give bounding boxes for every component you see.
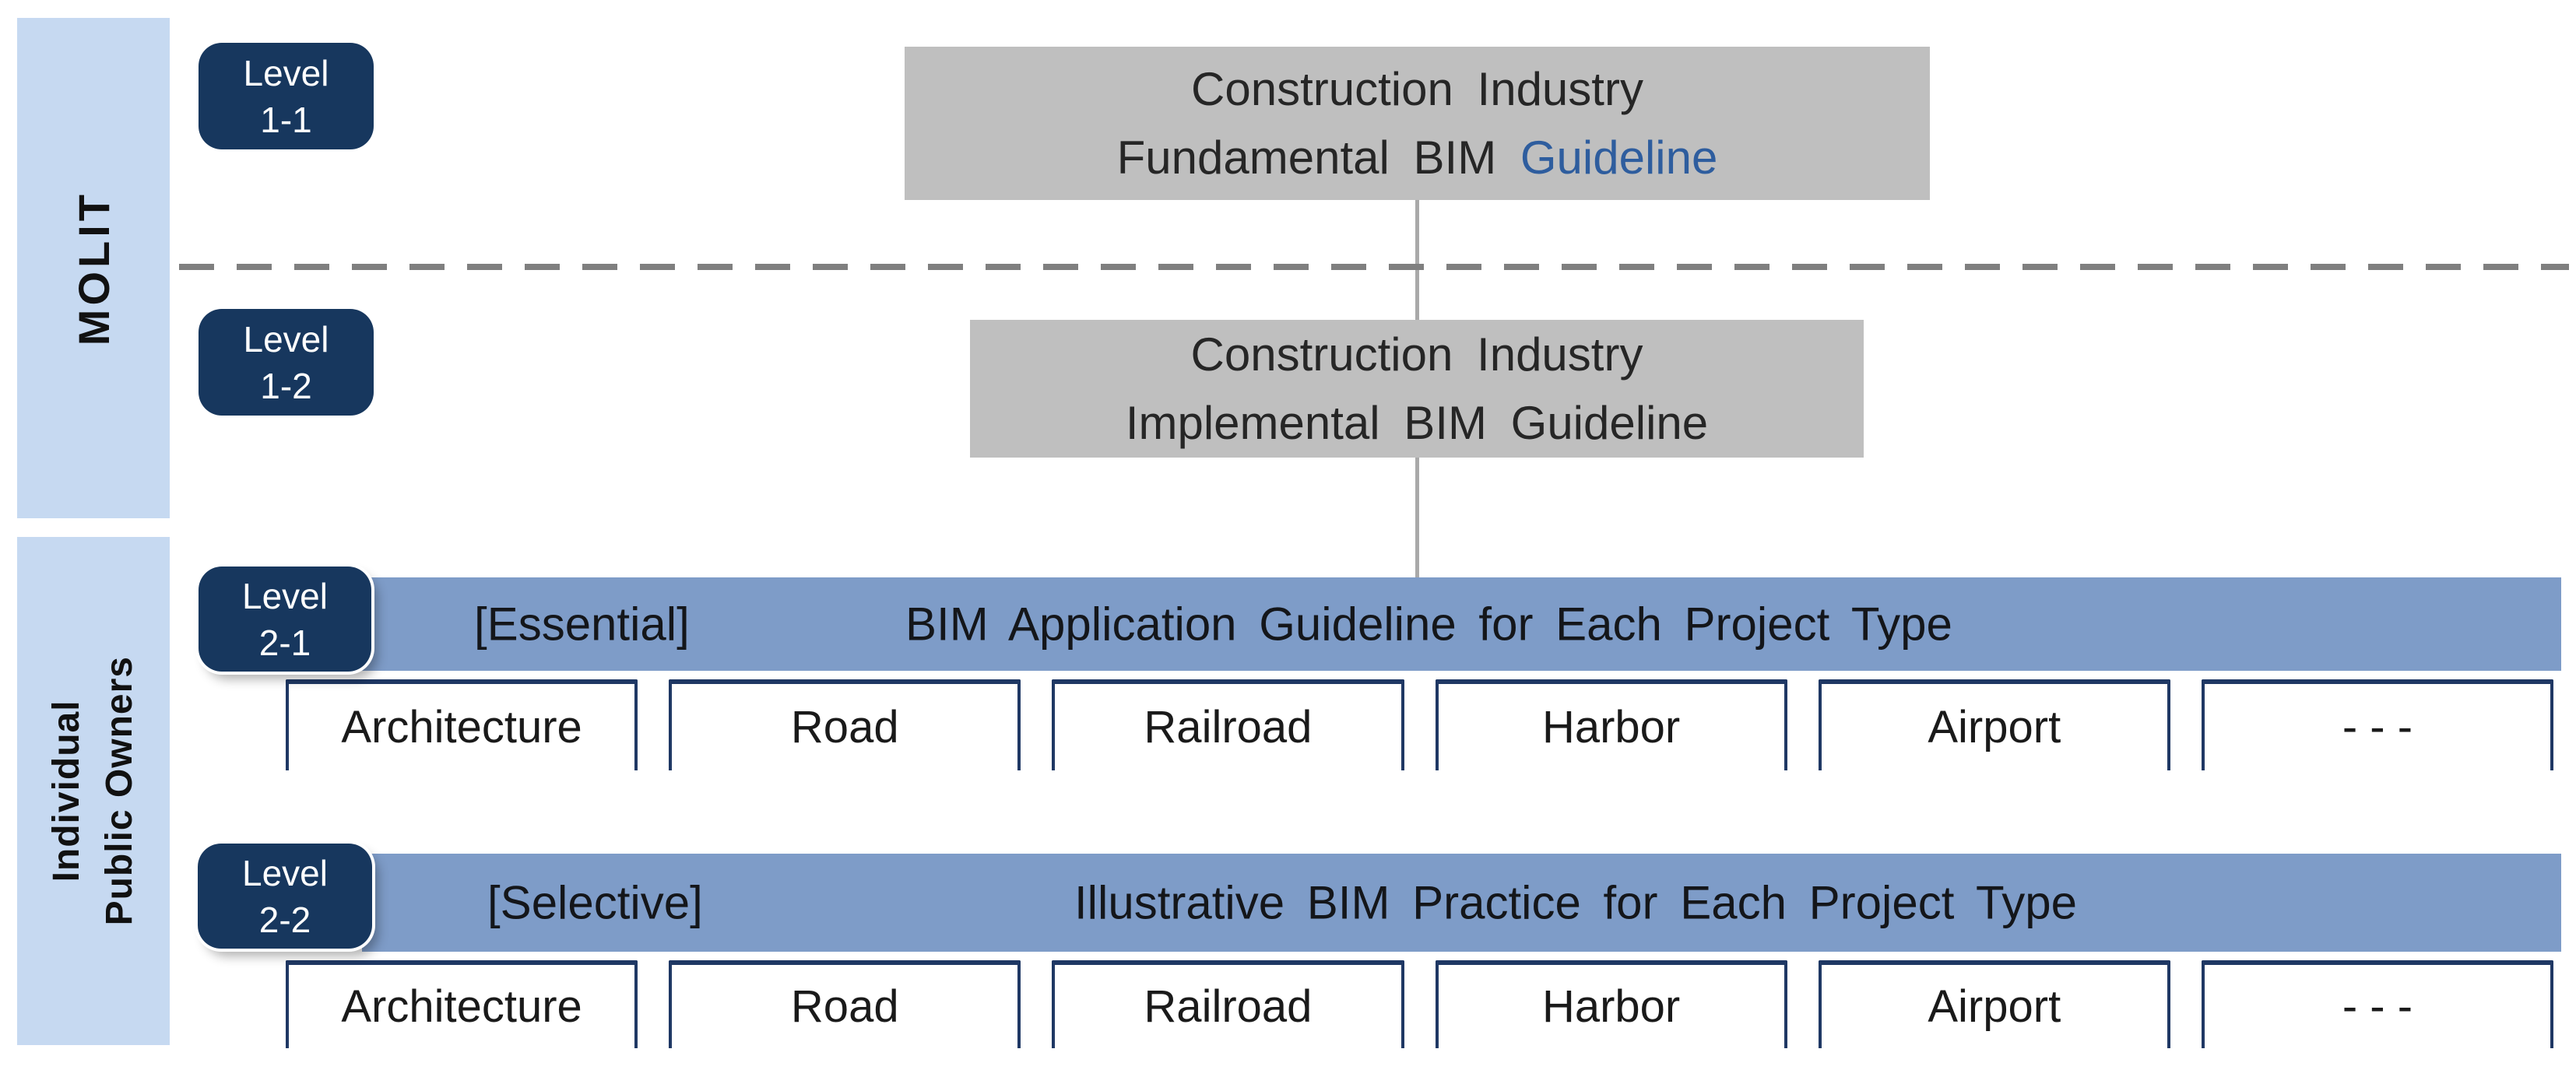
- implemental-box-line2: Implemental BIM Guideline: [1125, 396, 1709, 449]
- type-box-harbor: Harbor: [1435, 679, 1787, 770]
- badge-level-1-1-line1: Level: [243, 52, 329, 93]
- dashed-divider: [179, 264, 2569, 270]
- type-box-etc: - - -: [2201, 679, 2554, 770]
- box-fundamental-bim-guideline: Construction Industry Fundamental BIM Gu…: [905, 47, 1930, 200]
- bar-2-2-title: Illustrative BIM Practice for Each Proje…: [1074, 876, 2078, 929]
- fundamental-box-line1: Construction Industry: [1191, 62, 1643, 115]
- project-type-row-essential: Architecture Road Railroad Harbor Airpor…: [286, 679, 2554, 770]
- box-implemental-bim-guideline: Construction Industry Implemental BIM Gu…: [970, 320, 1864, 458]
- badge-level-1-2-line1: Level: [243, 318, 329, 360]
- bar-2-1-title: BIM Application Guideline for Each Proje…: [905, 598, 1952, 651]
- badge-level-1-2-line2: 1-2: [260, 365, 312, 406]
- type-box-railroad: Railroad: [1052, 960, 1404, 1048]
- badge-level-2-1-line2: 2-1: [258, 622, 311, 663]
- type-box-road: Road: [669, 679, 1021, 770]
- badge-level-1-2: Level 1-2: [199, 309, 374, 416]
- type-box-railroad: Railroad: [1052, 679, 1404, 770]
- connector-line-top: [1415, 200, 1419, 320]
- guideline-accent-word: Guideline: [1520, 131, 1718, 184]
- bar-level-2-2: [Selective] Illustrative BIM Practice fo…: [362, 854, 2561, 952]
- badge-level-1-1-line2: 1-1: [260, 99, 312, 140]
- connector-line-middle: [1415, 458, 1419, 577]
- bar-2-2-tag: [Selective]: [487, 876, 703, 929]
- badge-level-2-2: Level 2-2: [198, 844, 372, 949]
- sidebar-molit: MOLIT: [17, 18, 170, 518]
- type-box-etc: - - -: [2201, 960, 2554, 1048]
- type-box-airport: Airport: [1818, 960, 2170, 1048]
- molit-label: MOLIT: [69, 190, 118, 346]
- type-box-architecture: Architecture: [286, 679, 638, 770]
- type-box-airport: Airport: [1818, 679, 2170, 770]
- fundamental-box-line2: Fundamental BIM Guideline: [1116, 131, 1718, 184]
- bar-2-1-tag: [Essential]: [474, 598, 690, 651]
- bar-level-2-1: [Essential] BIM Application Guideline fo…: [362, 577, 2561, 671]
- individual-public-owners-label: Individual Public Owners: [46, 656, 140, 926]
- type-box-road: Road: [669, 960, 1021, 1048]
- implemental-box-line1: Construction Industry: [1190, 328, 1643, 381]
- badge-level-1-1: Level 1-1: [199, 43, 374, 149]
- type-box-harbor: Harbor: [1435, 960, 1787, 1048]
- project-type-row-selective: Architecture Road Railroad Harbor Airpor…: [286, 960, 2554, 1048]
- type-box-architecture: Architecture: [286, 960, 638, 1048]
- sidebar-individual-public-owners: Individual Public Owners: [17, 537, 170, 1045]
- badge-level-2-2-line2: 2-2: [258, 899, 311, 940]
- badge-level-2-1-line1: Level: [242, 575, 328, 616]
- badge-level-2-2-line1: Level: [242, 852, 328, 893]
- badge-level-2-1: Level 2-1: [199, 567, 371, 672]
